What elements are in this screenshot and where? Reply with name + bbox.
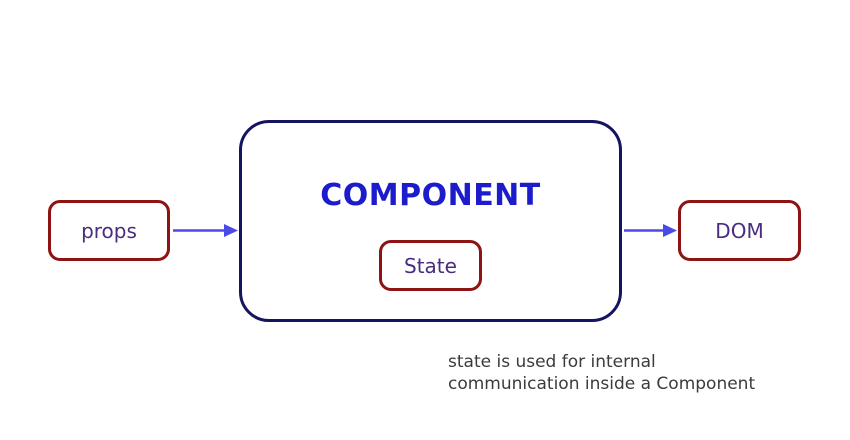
state-node: State xyxy=(379,240,482,291)
component-node: COMPONENT State xyxy=(239,120,622,322)
caption-line-1: state is used for internal xyxy=(448,352,656,372)
dom-node: DOM xyxy=(678,200,801,261)
props-node: props xyxy=(48,200,170,261)
props-to-component-arrow xyxy=(173,224,238,237)
dom-node-label: DOM xyxy=(715,218,764,243)
component-to-dom-arrow xyxy=(624,224,677,237)
props-node-label: props xyxy=(81,218,137,243)
state-node-label: State xyxy=(404,253,457,278)
caption-line-2: communication inside a Component xyxy=(448,373,756,394)
component-node-label: COMPONENT xyxy=(320,178,541,213)
caption: state is used for internal communication… xyxy=(448,352,755,395)
